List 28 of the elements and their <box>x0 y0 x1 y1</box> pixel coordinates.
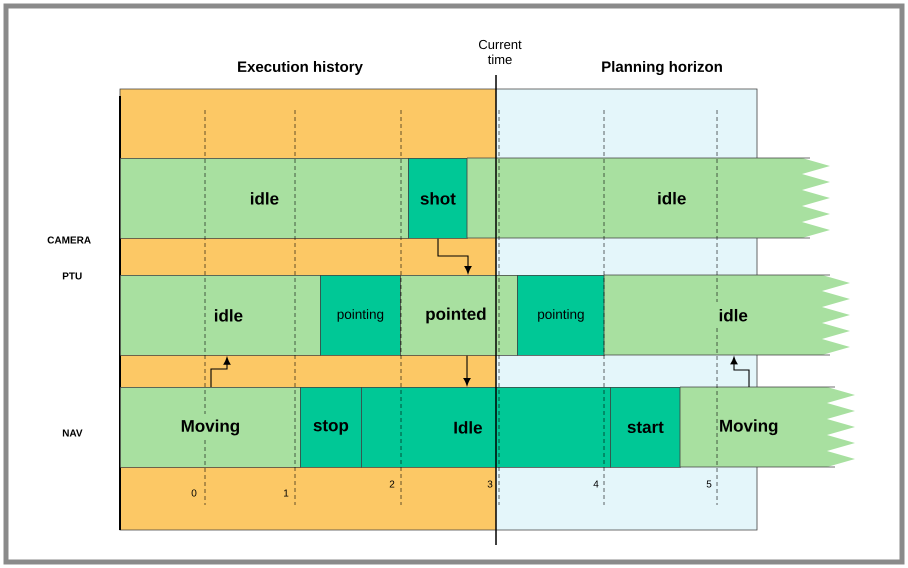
section-heading: Execution history <box>238 61 363 75</box>
tick-number: 4 <box>593 480 599 488</box>
row-label: NAV <box>62 430 82 436</box>
state-bar: pointing <box>320 275 401 356</box>
state-bar: shot <box>408 158 468 239</box>
state-bar: stop <box>300 387 362 468</box>
state-bar: start <box>610 387 681 468</box>
tick-number: 2 <box>390 480 394 488</box>
arrow <box>210 357 230 387</box>
tick-number: 5 <box>706 480 712 488</box>
tick-number: 0 <box>192 489 196 497</box>
state-bar: pointed <box>400 275 518 356</box>
tick-number: 1 <box>284 490 288 496</box>
state-bar: pointing <box>517 275 605 356</box>
row-label: CAMERA <box>48 236 91 244</box>
state-bar: Moving <box>680 386 855 468</box>
arrow <box>464 356 470 386</box>
state-bar: idle <box>466 158 830 238</box>
state-bar: Moving <box>120 387 301 468</box>
state-bar: idle <box>120 275 321 356</box>
arrow <box>437 238 472 274</box>
state-bar: idle <box>604 274 850 356</box>
section-heading: Planning horizon <box>602 60 722 76</box>
state-bar: idle <box>120 158 409 239</box>
arrow <box>730 356 750 387</box>
tick-number: 3 <box>488 480 492 488</box>
current-time-label: Current time <box>479 40 522 64</box>
row-label: PTU <box>62 272 82 280</box>
